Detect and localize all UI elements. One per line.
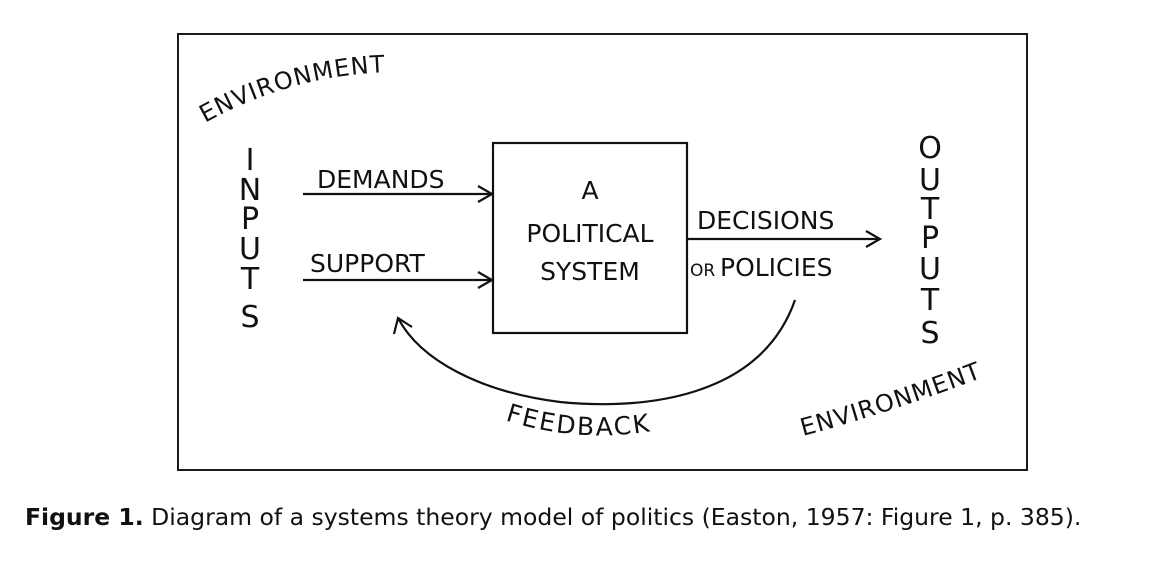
inputs-letter: P <box>241 202 259 237</box>
system-line-system: SYSTEM <box>540 257 640 286</box>
system-line-political: POLITICAL <box>526 219 653 248</box>
figure-caption: Figure 1. Diagram of a systems theory mo… <box>25 503 1135 531</box>
system-line-a: A <box>581 176 598 205</box>
caption-text: Diagram of a systems theory model of pol… <box>143 503 1082 531</box>
decisions-label: DECISIONS <box>697 206 834 235</box>
inputs-letter: T <box>240 262 260 297</box>
outputs-label: O U T P U T S <box>918 131 942 351</box>
feedback-arrow <box>392 299 797 406</box>
outputs-letter: O <box>918 131 942 166</box>
inputs-letter: I <box>246 143 255 178</box>
environment-bottom-label: ENVIRONMENT <box>797 357 985 442</box>
environment-top-text: ENVIRONMENT <box>195 50 386 128</box>
policies-label: POLICIES <box>720 253 833 282</box>
inputs-letter: N <box>239 173 261 208</box>
feedback-text: FEEDBACK <box>503 398 651 441</box>
outputs-letter: T <box>920 192 940 227</box>
inputs-label: I N P U T S <box>239 143 261 335</box>
support-label: SUPPORT <box>310 249 426 278</box>
outputs-letter: S <box>920 316 939 351</box>
environment-top-label: ENVIRONMENT <box>195 50 387 128</box>
outputs-letter: T <box>920 283 940 318</box>
inputs-letter: U <box>239 232 261 267</box>
feedback-label: FEEDBACK <box>503 398 653 441</box>
caption-label: Figure 1. <box>25 503 144 531</box>
environment-bottom-text: ENVIRONMENT <box>797 357 984 442</box>
outputs-letter: U <box>919 163 941 198</box>
outputs-letter: P <box>921 221 939 256</box>
demands-label: DEMANDS <box>317 165 445 194</box>
systems-model-diagram: ENVIRONMENT I N P U T S DEMANDS SUPPORT … <box>195 50 985 442</box>
inputs-letter: S <box>240 300 259 335</box>
output-arrow <box>687 230 883 248</box>
outputs-letter: U <box>919 252 941 287</box>
diagram-frame <box>177 33 1028 471</box>
or-label: OR <box>690 261 715 281</box>
